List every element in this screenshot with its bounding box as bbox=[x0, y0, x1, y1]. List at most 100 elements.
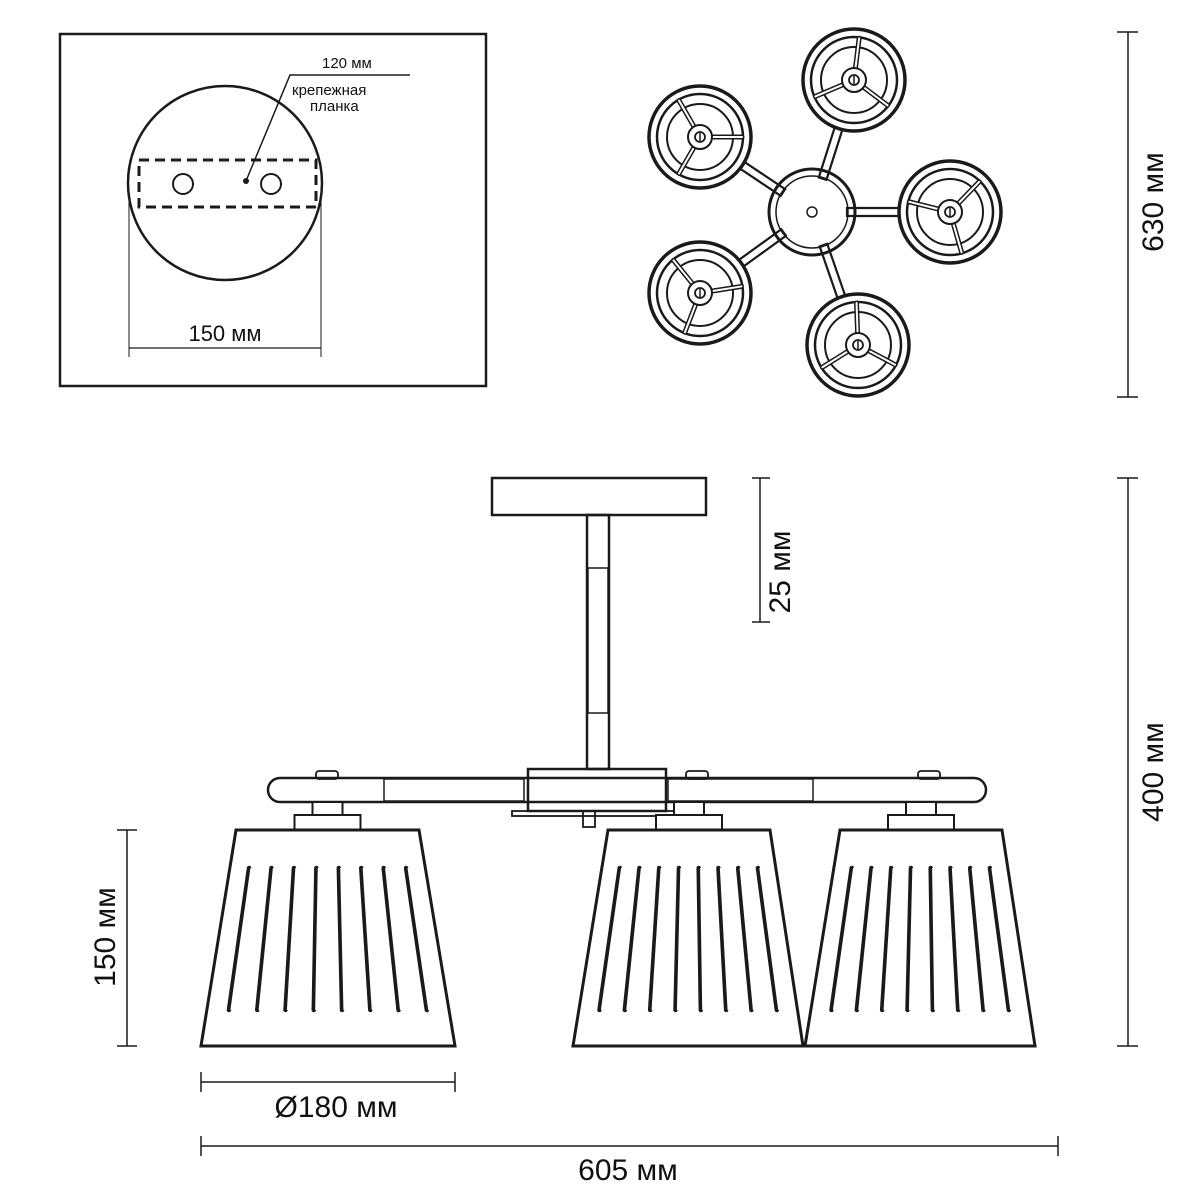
side-shade-slot-highlight bbox=[651, 867, 662, 1011]
side-shade-slot-highlight bbox=[700, 867, 704, 1011]
side-shade-slot bbox=[755, 865, 780, 1013]
top-shade-bulb-center bbox=[694, 131, 706, 143]
top-shade-socket-ring bbox=[916, 178, 984, 246]
top-shade-spoke-inner bbox=[814, 83, 844, 98]
side-shade-slot bbox=[928, 865, 936, 1013]
side-shade-slot-highlight bbox=[739, 867, 755, 1011]
side-shade-slot-highlight bbox=[385, 867, 402, 1011]
side-shade-slot bbox=[403, 865, 430, 1013]
top-shade-spoke-inner bbox=[952, 222, 963, 254]
bracket-leader-line bbox=[245, 74, 410, 182]
side-shade bbox=[803, 801, 1037, 1048]
side-shade-slot bbox=[735, 865, 754, 1013]
side-shade-socket bbox=[655, 814, 723, 831]
top-view-arms bbox=[732, 120, 907, 306]
side-shade-slot bbox=[696, 865, 704, 1013]
mounting-bracket bbox=[137, 158, 318, 209]
side-shade-slot-highlight bbox=[340, 867, 345, 1011]
top-shade-spoke-inner bbox=[678, 146, 695, 175]
top-shade-bulb-center bbox=[944, 206, 956, 218]
side-shade-slot-highlight bbox=[719, 867, 729, 1011]
canopy-circle bbox=[126, 84, 324, 282]
side-shade-slot-highlight bbox=[951, 867, 961, 1011]
top-shade-spoke-inner bbox=[867, 349, 897, 366]
side-shade-slot-highlight bbox=[932, 867, 936, 1011]
side-hub-block bbox=[526, 767, 668, 813]
side-shade-slot bbox=[226, 865, 252, 1013]
top-shade-bulb-center bbox=[848, 74, 860, 86]
top-view-shades bbox=[647, 27, 1003, 398]
top-view: 630 мм bbox=[647, 27, 1170, 398]
side-rod bbox=[585, 513, 611, 771]
side-shade-slot bbox=[311, 865, 319, 1013]
total-height-label: 400 мм bbox=[1137, 722, 1170, 822]
top-shade-spoke-inner bbox=[854, 37, 861, 70]
side-shade-slot bbox=[948, 865, 961, 1013]
total-width-label: 605 мм bbox=[578, 1154, 678, 1187]
side-shade-slot bbox=[622, 865, 642, 1013]
side-arm-bar bbox=[266, 776, 988, 804]
top-shade bbox=[897, 159, 1003, 265]
side-shade-slot bbox=[336, 865, 345, 1013]
side-shade-slot bbox=[854, 865, 874, 1013]
side-shade-slot bbox=[283, 865, 297, 1013]
top-shade-spoke-inner bbox=[862, 86, 889, 107]
canopy-diameter-label: 150 мм bbox=[188, 321, 261, 346]
top-shade-spoke-inner bbox=[710, 285, 743, 293]
arm-knob-center bbox=[685, 770, 709, 780]
top-shade-spoke-inner bbox=[957, 180, 981, 205]
side-shade-body bbox=[803, 828, 1037, 1048]
side-shade-slot-highlight bbox=[230, 867, 252, 1011]
top-view-hub-center bbox=[806, 206, 818, 218]
side-shade-slot-highlight bbox=[759, 867, 780, 1011]
side-shade-slot-highlight bbox=[908, 867, 914, 1011]
side-shade-slot-highlight bbox=[600, 867, 623, 1011]
side-arm-mesh-right bbox=[667, 778, 814, 802]
top-view-hub-inner bbox=[775, 175, 849, 249]
shade-diameter-label: Ø180 мм bbox=[275, 1091, 398, 1124]
side-shade-slot bbox=[987, 865, 1012, 1013]
side-shade-slot-highlight bbox=[286, 867, 297, 1011]
side-shade-slot bbox=[358, 865, 373, 1013]
side-shade-slot bbox=[716, 865, 729, 1013]
screw-hole-left bbox=[172, 173, 194, 195]
side-shade-slot-highlight bbox=[315, 867, 319, 1011]
top-shade-spoke-inner bbox=[821, 350, 849, 369]
arm-knob-right bbox=[917, 770, 941, 780]
top-shade-spoke-inner bbox=[672, 259, 694, 285]
arm-knob-left bbox=[315, 770, 339, 780]
top-shade-bulb-center bbox=[694, 287, 706, 299]
side-shade-slot-highlight bbox=[407, 867, 430, 1011]
top-shade-spoke-inner bbox=[908, 200, 940, 211]
bracket-name-line1: крепежная bbox=[292, 82, 366, 99]
side-shade-body bbox=[571, 828, 805, 1048]
side-shade-slot bbox=[879, 865, 894, 1013]
top-shade-inner-ring bbox=[905, 167, 995, 257]
top-shade bbox=[647, 84, 753, 190]
side-shade-socket bbox=[887, 814, 955, 831]
side-shade-slot bbox=[829, 865, 854, 1013]
side-shades bbox=[199, 801, 1037, 1048]
inset-frame bbox=[58, 32, 488, 388]
side-shade-slot bbox=[673, 865, 682, 1013]
top-height-label: 630 мм bbox=[1137, 152, 1170, 252]
side-shade-slot-highlight bbox=[858, 867, 875, 1011]
side-shade-slot bbox=[905, 865, 914, 1013]
side-shade-slot-highlight bbox=[258, 867, 275, 1011]
side-shade-slot bbox=[597, 865, 622, 1013]
top-shade-socket-ring bbox=[666, 259, 734, 327]
top-shade-inner-ring bbox=[655, 248, 745, 338]
screw-hole-right bbox=[260, 173, 282, 195]
top-shade bbox=[805, 292, 911, 398]
side-shade-slot bbox=[254, 865, 274, 1013]
side-shade-slot-highlight bbox=[676, 867, 682, 1011]
top-shade-inner-ring bbox=[809, 35, 899, 125]
side-hub-finial bbox=[582, 810, 596, 828]
top-shade bbox=[801, 27, 907, 133]
top-view-hub bbox=[767, 167, 857, 257]
side-shade-slot bbox=[967, 865, 986, 1013]
side-shade-slot-highlight bbox=[626, 867, 643, 1011]
side-shade bbox=[571, 801, 805, 1048]
side-shade-slot-highlight bbox=[832, 867, 855, 1011]
